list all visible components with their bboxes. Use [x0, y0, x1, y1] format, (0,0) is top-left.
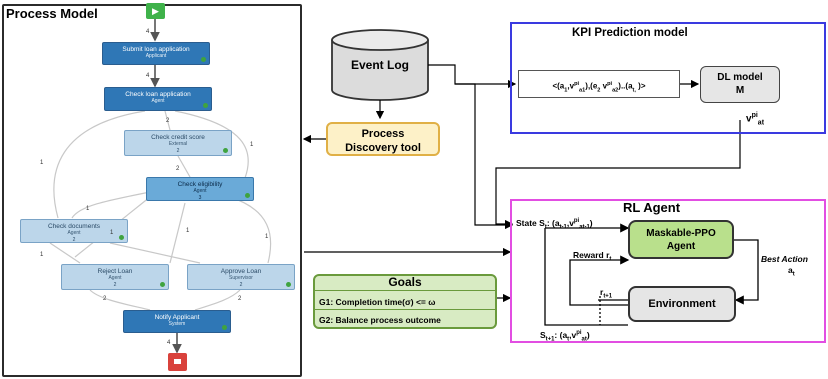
- ppo-line2: Agent: [666, 241, 696, 252]
- task-name: Check eligibility: [177, 181, 223, 188]
- ppo-line1: Maskable-PPO: [646, 228, 716, 239]
- task-name: Check loan application: [125, 91, 191, 98]
- best-action-label: Best Action: [761, 254, 808, 264]
- task-name: Submit loan application: [122, 46, 190, 53]
- next-reward-label: rt+1: [600, 287, 613, 300]
- task-approve-loan[interactable]: Approve Loan Supervisor 2: [187, 264, 295, 290]
- process-discovery-line1: Process: [361, 128, 405, 140]
- edge-label: 4: [146, 29, 150, 35]
- goals-divider: [313, 290, 497, 291]
- reward-label: Reward rt: [573, 250, 612, 263]
- status-dot-icon: [201, 57, 206, 62]
- environment-box[interactable]: Environment: [628, 286, 736, 322]
- task-check-eligibility[interactable]: Check eligibility Agent 3: [146, 177, 254, 201]
- event-log-cylinder: [331, 29, 429, 101]
- edge-label: 4: [146, 73, 150, 79]
- task-count: 3: [198, 195, 202, 201]
- task-count: 2: [113, 282, 117, 288]
- edge-label: 1: [186, 228, 190, 234]
- edge-label: 1: [40, 252, 44, 258]
- dl-model-box[interactable]: DL model M: [700, 66, 780, 103]
- process-discovery-tool[interactable]: Process Discovery tool: [326, 122, 440, 156]
- status-dot-icon: [286, 282, 291, 287]
- next-state-label: St+1: (at,vpiat): [540, 330, 590, 343]
- kpi-prediction-title: KPI Prediction model: [572, 27, 688, 39]
- edge-label: 2: [238, 296, 242, 302]
- dl-model-label: DL model: [717, 72, 763, 83]
- task-role: Applicant: [145, 53, 167, 59]
- event-log-label: Event Log: [350, 58, 409, 72]
- goal-completion-time: G1: Completion time(σ) <= ω: [319, 297, 436, 307]
- goals-title: Goals: [388, 275, 422, 289]
- task-submit-loan-application[interactable]: Submit loan application Applicant: [102, 42, 210, 65]
- edge-label: 4: [167, 340, 171, 346]
- task-name: Check documents: [47, 223, 101, 230]
- dl-model-symbol: M: [735, 85, 745, 96]
- status-dot-icon: [222, 325, 227, 330]
- task-check-credit-score[interactable]: Check credit score External 2: [124, 130, 232, 156]
- task-role: Agent: [193, 188, 207, 194]
- task-check-documents[interactable]: Check documents Agent 2: [20, 219, 128, 243]
- edge-label: 1: [250, 142, 254, 148]
- status-dot-icon: [245, 193, 250, 198]
- task-notify-applicant[interactable]: Notify Applicant System: [123, 310, 231, 333]
- status-dot-icon: [160, 282, 165, 287]
- goals-divider: [313, 309, 497, 310]
- goal-balance-outcome: G2: Balance process outcome: [319, 315, 441, 325]
- edge-label: 2: [103, 296, 107, 302]
- trace-sequence-input: <(a1,vpia1),(e2 vpia2)..(at, )>: [518, 70, 680, 98]
- end-event-stop-icon: [174, 359, 181, 364]
- rl-agent-title: RL Agent: [623, 200, 681, 215]
- edge-label: 1: [110, 230, 114, 236]
- status-dot-icon: [119, 235, 124, 240]
- task-reject-loan[interactable]: Reject Loan Agent 2: [61, 264, 169, 290]
- task-role: Agent: [151, 98, 165, 104]
- task-role: External: [168, 141, 188, 147]
- task-name: Check credit score: [151, 134, 205, 141]
- status-dot-icon: [203, 103, 208, 108]
- kpi-prediction-output: vpiat: [746, 112, 765, 127]
- edge-label: 2: [176, 166, 180, 172]
- process-model-title: Process Model: [6, 6, 98, 21]
- task-name: Reject Loan: [97, 268, 133, 275]
- action-symbol: at: [788, 265, 795, 278]
- process-edges-light: [49, 110, 272, 311]
- task-role: Agent: [108, 275, 122, 281]
- task-role: Agent: [67, 230, 81, 236]
- start-event-icon[interactable]: ▶: [146, 3, 165, 19]
- process-discovery-line2: Discovery tool: [345, 142, 421, 154]
- task-role: System: [168, 321, 186, 327]
- task-name: Notify Applicant: [154, 314, 200, 321]
- task-name: Approve Loan: [220, 268, 262, 275]
- edge-label: 2: [166, 118, 170, 124]
- kpi-prediction-panel: [510, 22, 826, 134]
- state-label: State St: (at-1,vpiat-1): [516, 218, 593, 231]
- task-count: 2: [239, 282, 243, 288]
- edge-label: 1: [40, 160, 44, 166]
- edge-label: 1: [265, 234, 269, 240]
- task-count: 2: [176, 148, 180, 154]
- goals-box: [313, 274, 497, 329]
- task-role: Supervisor: [229, 275, 253, 281]
- task-check-loan-application[interactable]: Check loan application Agent: [104, 87, 212, 111]
- rl-agent-panel: [510, 199, 826, 343]
- edge-label: 1: [86, 206, 90, 212]
- maskable-ppo-agent[interactable]: Maskable-PPO Agent: [628, 220, 734, 259]
- status-dot-icon: [223, 148, 228, 153]
- task-count: 2: [72, 237, 76, 243]
